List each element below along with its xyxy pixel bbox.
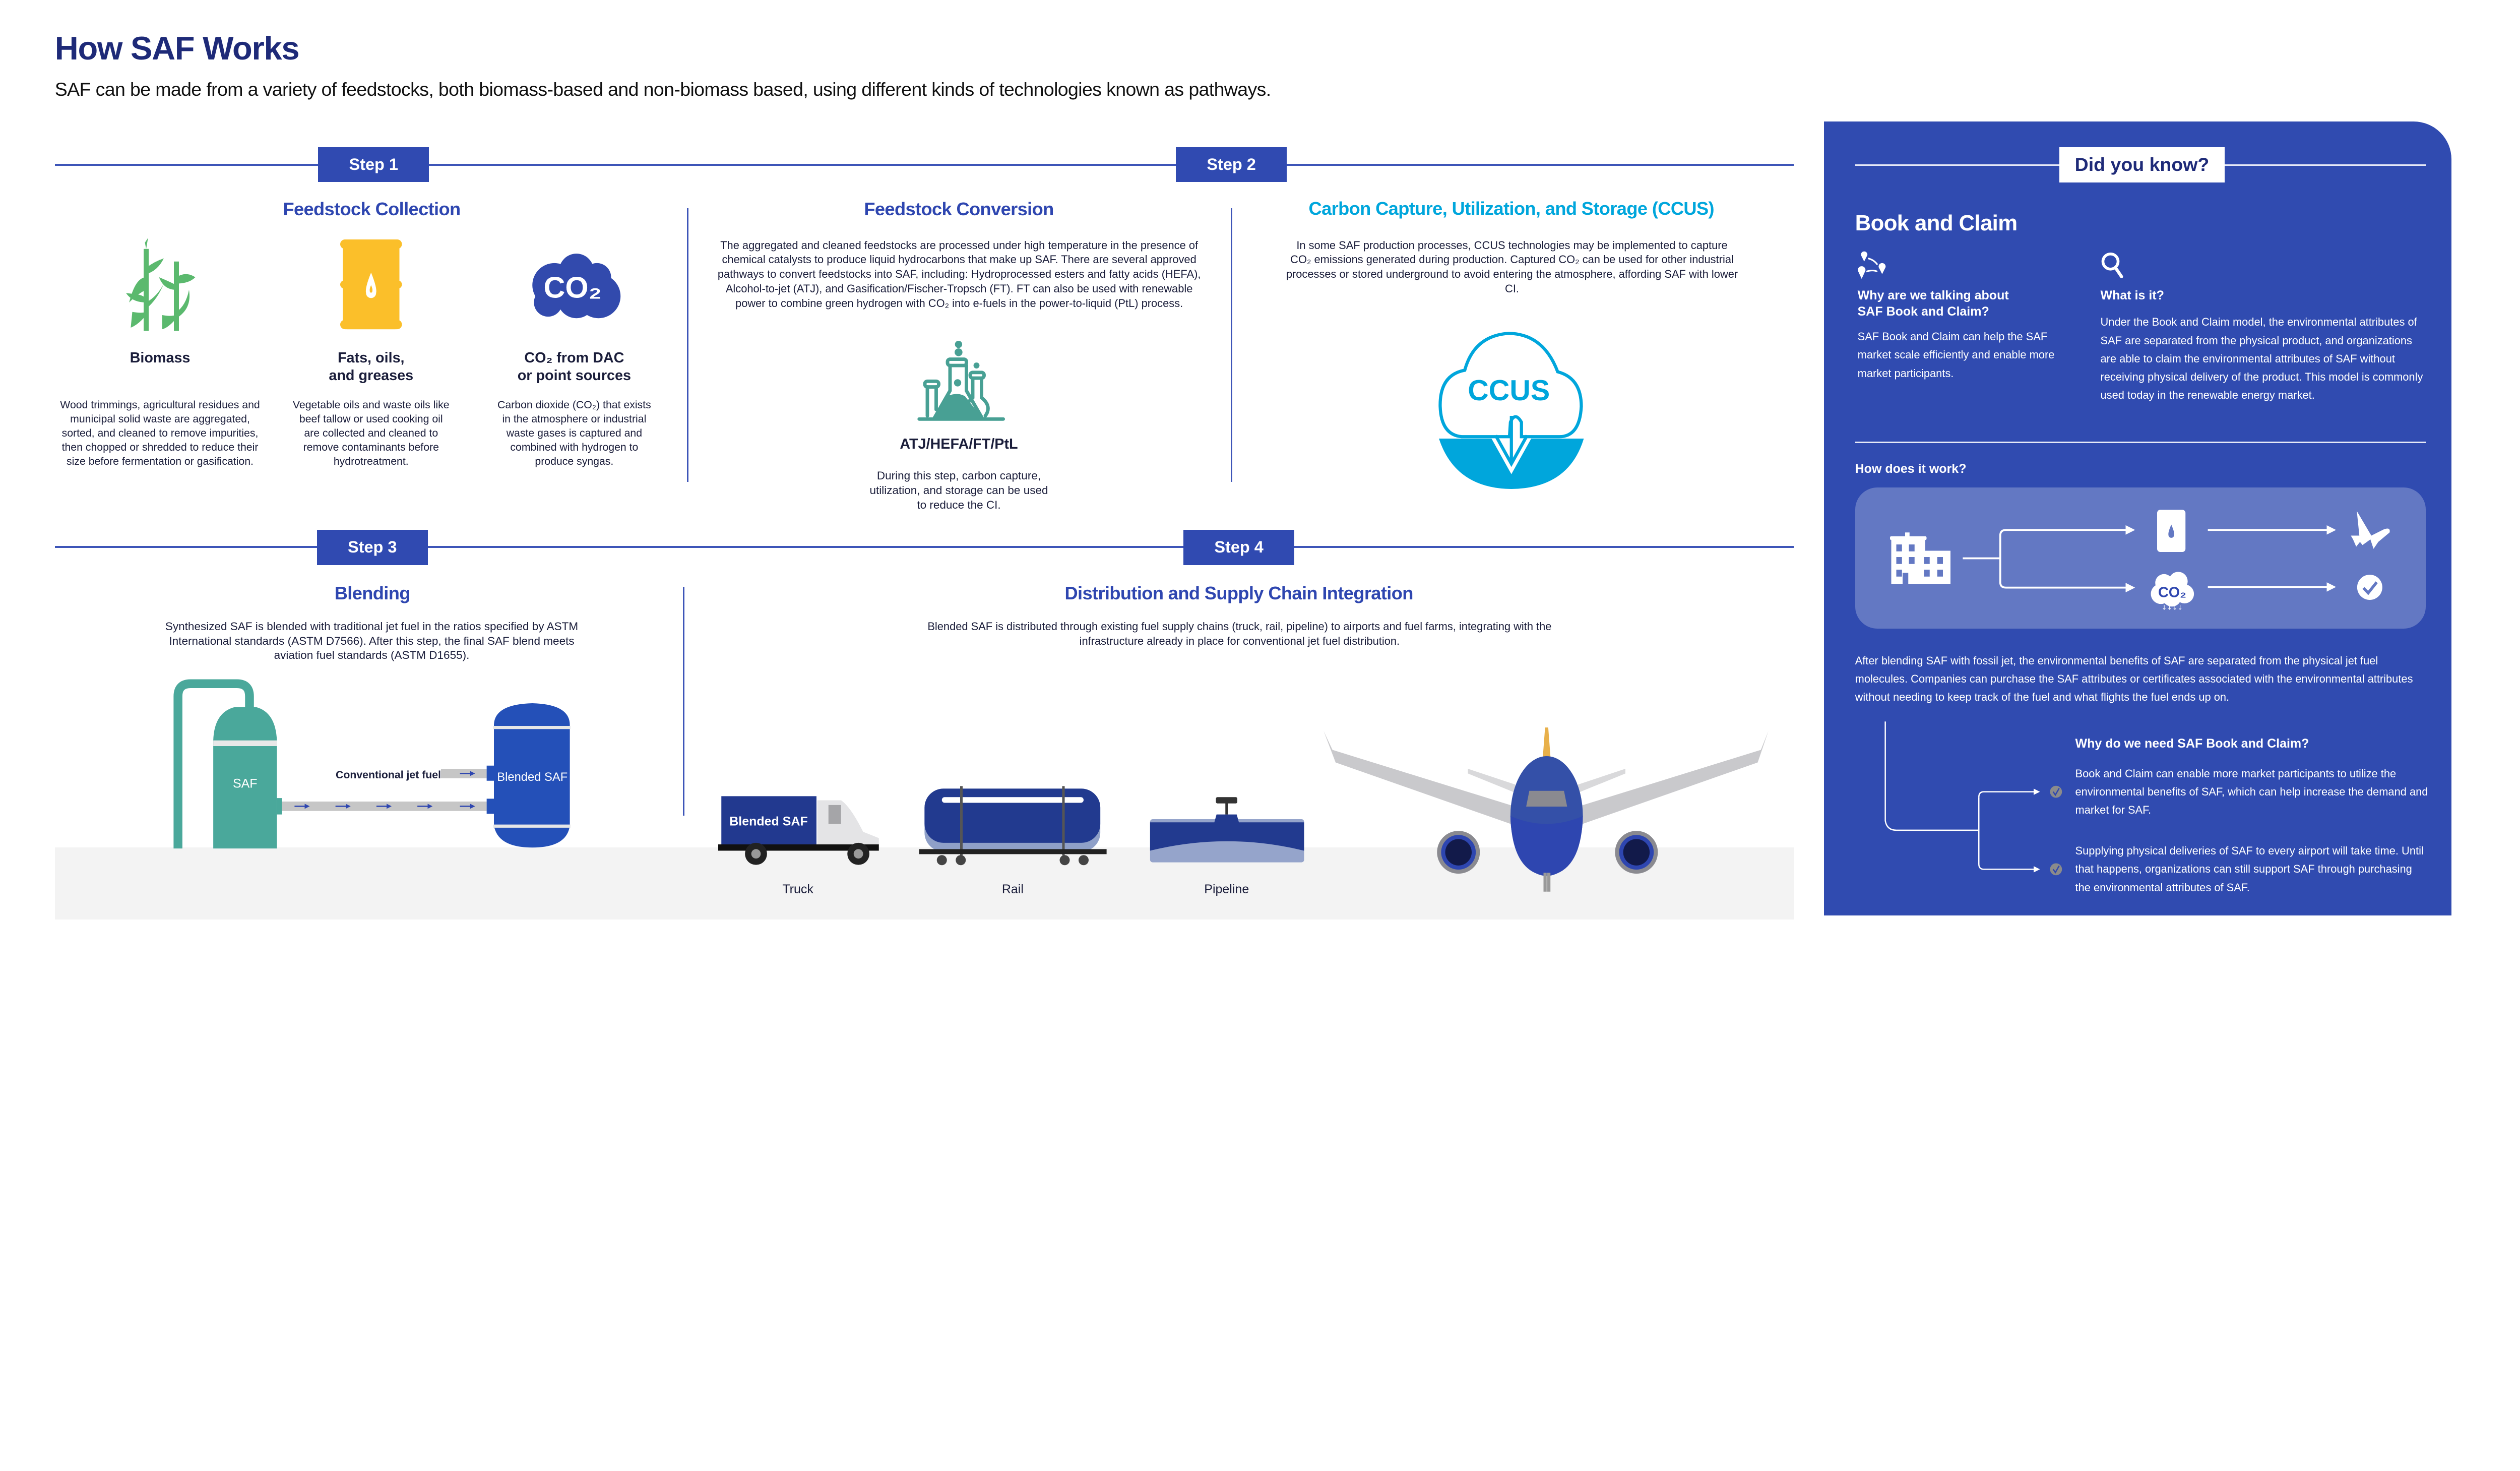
blending-title: Blending bbox=[334, 583, 411, 604]
step-row-2-line bbox=[54, 546, 1794, 548]
check-icon bbox=[2050, 785, 2062, 798]
route-pins-icon bbox=[1858, 251, 1886, 279]
how-text: After blending SAF with fossil jet, the … bbox=[1855, 654, 2413, 704]
did-you-know-badge: Did you know? bbox=[2059, 147, 2225, 182]
blended-tank-label: Blended SAF bbox=[497, 770, 568, 784]
laboratory-flasks-icon bbox=[917, 340, 1005, 421]
fuel-barrel-icon bbox=[2157, 510, 2186, 552]
ccus-title: Carbon Capture, Utilization, and Storage… bbox=[1308, 198, 1715, 219]
ccus-cloud-icon: CCUS bbox=[1438, 332, 1584, 489]
corn-icon bbox=[126, 237, 196, 331]
feedstock-conversion-description: The aggregated and cleaned feedstocks ar… bbox=[717, 238, 1201, 310]
step-4-badge: Step 4 bbox=[1183, 530, 1295, 565]
feedstock-collection-title: Feedstock Collection bbox=[283, 198, 461, 219]
rail-car-icon bbox=[919, 786, 1107, 866]
airplane-icon bbox=[1324, 727, 1769, 892]
pathways-label: ATJ/HEFA/FT/PtL bbox=[900, 436, 1018, 452]
svg-text:Blended SAF: Blended SAF bbox=[497, 770, 568, 784]
check-circle-icon bbox=[2357, 575, 2382, 600]
co2-source-description: Carbon dioxide (CO₂) that exists in the … bbox=[497, 398, 651, 468]
check-icon bbox=[2050, 863, 2062, 876]
co2-credit-icon: CO₂ ↓↓↓↓ bbox=[2151, 572, 2194, 611]
reason-1-text: Book and Claim can enable more market pa… bbox=[2075, 767, 2428, 817]
ground-strip bbox=[54, 847, 1794, 920]
panel-section-line bbox=[1855, 442, 2426, 444]
co2-icon-text: CO₂ bbox=[544, 271, 602, 304]
pipeline-label: Pipeline bbox=[1204, 882, 1249, 896]
biomass-label: Biomass bbox=[130, 349, 191, 366]
down-arrows-icon: ↓↓↓↓ bbox=[2162, 603, 2183, 611]
distribution-description: Blended SAF is distributed through exist… bbox=[927, 620, 1552, 647]
ccus-icon-text: CCUS bbox=[1468, 375, 1550, 407]
fats-oils-description: Vegetable oils and waste oils like beef … bbox=[292, 398, 450, 468]
feedstock-conversion-title: Feedstock Conversion bbox=[864, 198, 1054, 219]
conventional-jet-fuel-label: Conventional jet fuel bbox=[336, 769, 441, 781]
need-heading: Why do we need SAF Book and Claim? bbox=[2075, 737, 2309, 751]
biomass-description: Wood trimmings, agricultural residues an… bbox=[60, 398, 260, 468]
step-1-badge: Step 1 bbox=[318, 147, 429, 182]
rail-label: Rail bbox=[1001, 882, 1024, 896]
step-3-badge: Step 3 bbox=[317, 530, 428, 565]
barrel-icon bbox=[340, 239, 402, 330]
why-text: SAF Book and Claim can help the SAF mark… bbox=[1857, 330, 2055, 380]
fats-oils-label: Fats, oils, and greases bbox=[329, 349, 414, 384]
truck-label: Truck bbox=[782, 882, 813, 896]
search-icon bbox=[2101, 252, 2123, 278]
section-divider bbox=[687, 208, 689, 482]
building-icon bbox=[1890, 532, 1950, 584]
what-heading: What is it? bbox=[2100, 288, 2164, 303]
step-2-badge: Step 2 bbox=[1176, 147, 1287, 182]
how-heading: How does it work? bbox=[1855, 462, 1967, 476]
saf-tank: SAF bbox=[173, 679, 282, 849]
pipeline-icon bbox=[1150, 797, 1304, 863]
co2-credit-text: CO₂ bbox=[2158, 584, 2186, 600]
blend-pipe: Conventional jet fuel bbox=[282, 769, 487, 811]
reasons-connector bbox=[1884, 721, 2040, 873]
step-row-1-line bbox=[54, 164, 1794, 166]
ccus-note: During this step, carbon capture, utiliz… bbox=[869, 469, 1048, 511]
flow-arrows bbox=[1963, 525, 2336, 592]
book-and-claim-title: Book and Claim bbox=[1855, 210, 2018, 235]
saf-tank-label: SAF bbox=[233, 777, 258, 791]
blended-saf-tank: Blended SAF bbox=[486, 703, 571, 848]
ccus-description: In some SAF production processes, CCUS t… bbox=[1286, 238, 1738, 295]
page-title: How SAF Works bbox=[54, 29, 300, 67]
reason-2-text: Supplying physical deliveries of SAF to … bbox=[2075, 844, 2424, 894]
co2-cloud-icon: CO₂ bbox=[532, 254, 621, 319]
blending-description: Synthesized SAF is blended with traditio… bbox=[165, 620, 579, 662]
section-divider bbox=[683, 586, 685, 816]
page-subtitle: SAF can be made from a variety of feedst… bbox=[54, 79, 1271, 100]
plane-icon bbox=[2351, 511, 2390, 549]
truck-icon: Blended SAF bbox=[718, 796, 879, 865]
what-text: Under the Book and Claim model, the envi… bbox=[2100, 316, 2423, 402]
why-heading: Why are we talking about SAF Book and Cl… bbox=[1857, 288, 2009, 319]
illustrations: CO₂ CCUS SAF Conventional jet fu bbox=[126, 237, 2390, 892]
section-divider bbox=[1230, 208, 1232, 482]
truck-tank-label: Blended SAF bbox=[729, 815, 808, 829]
co2-source-label: CO₂ from DAC or point sources bbox=[517, 349, 631, 384]
distribution-title: Distribution and Supply Chain Integratio… bbox=[1064, 583, 1413, 604]
